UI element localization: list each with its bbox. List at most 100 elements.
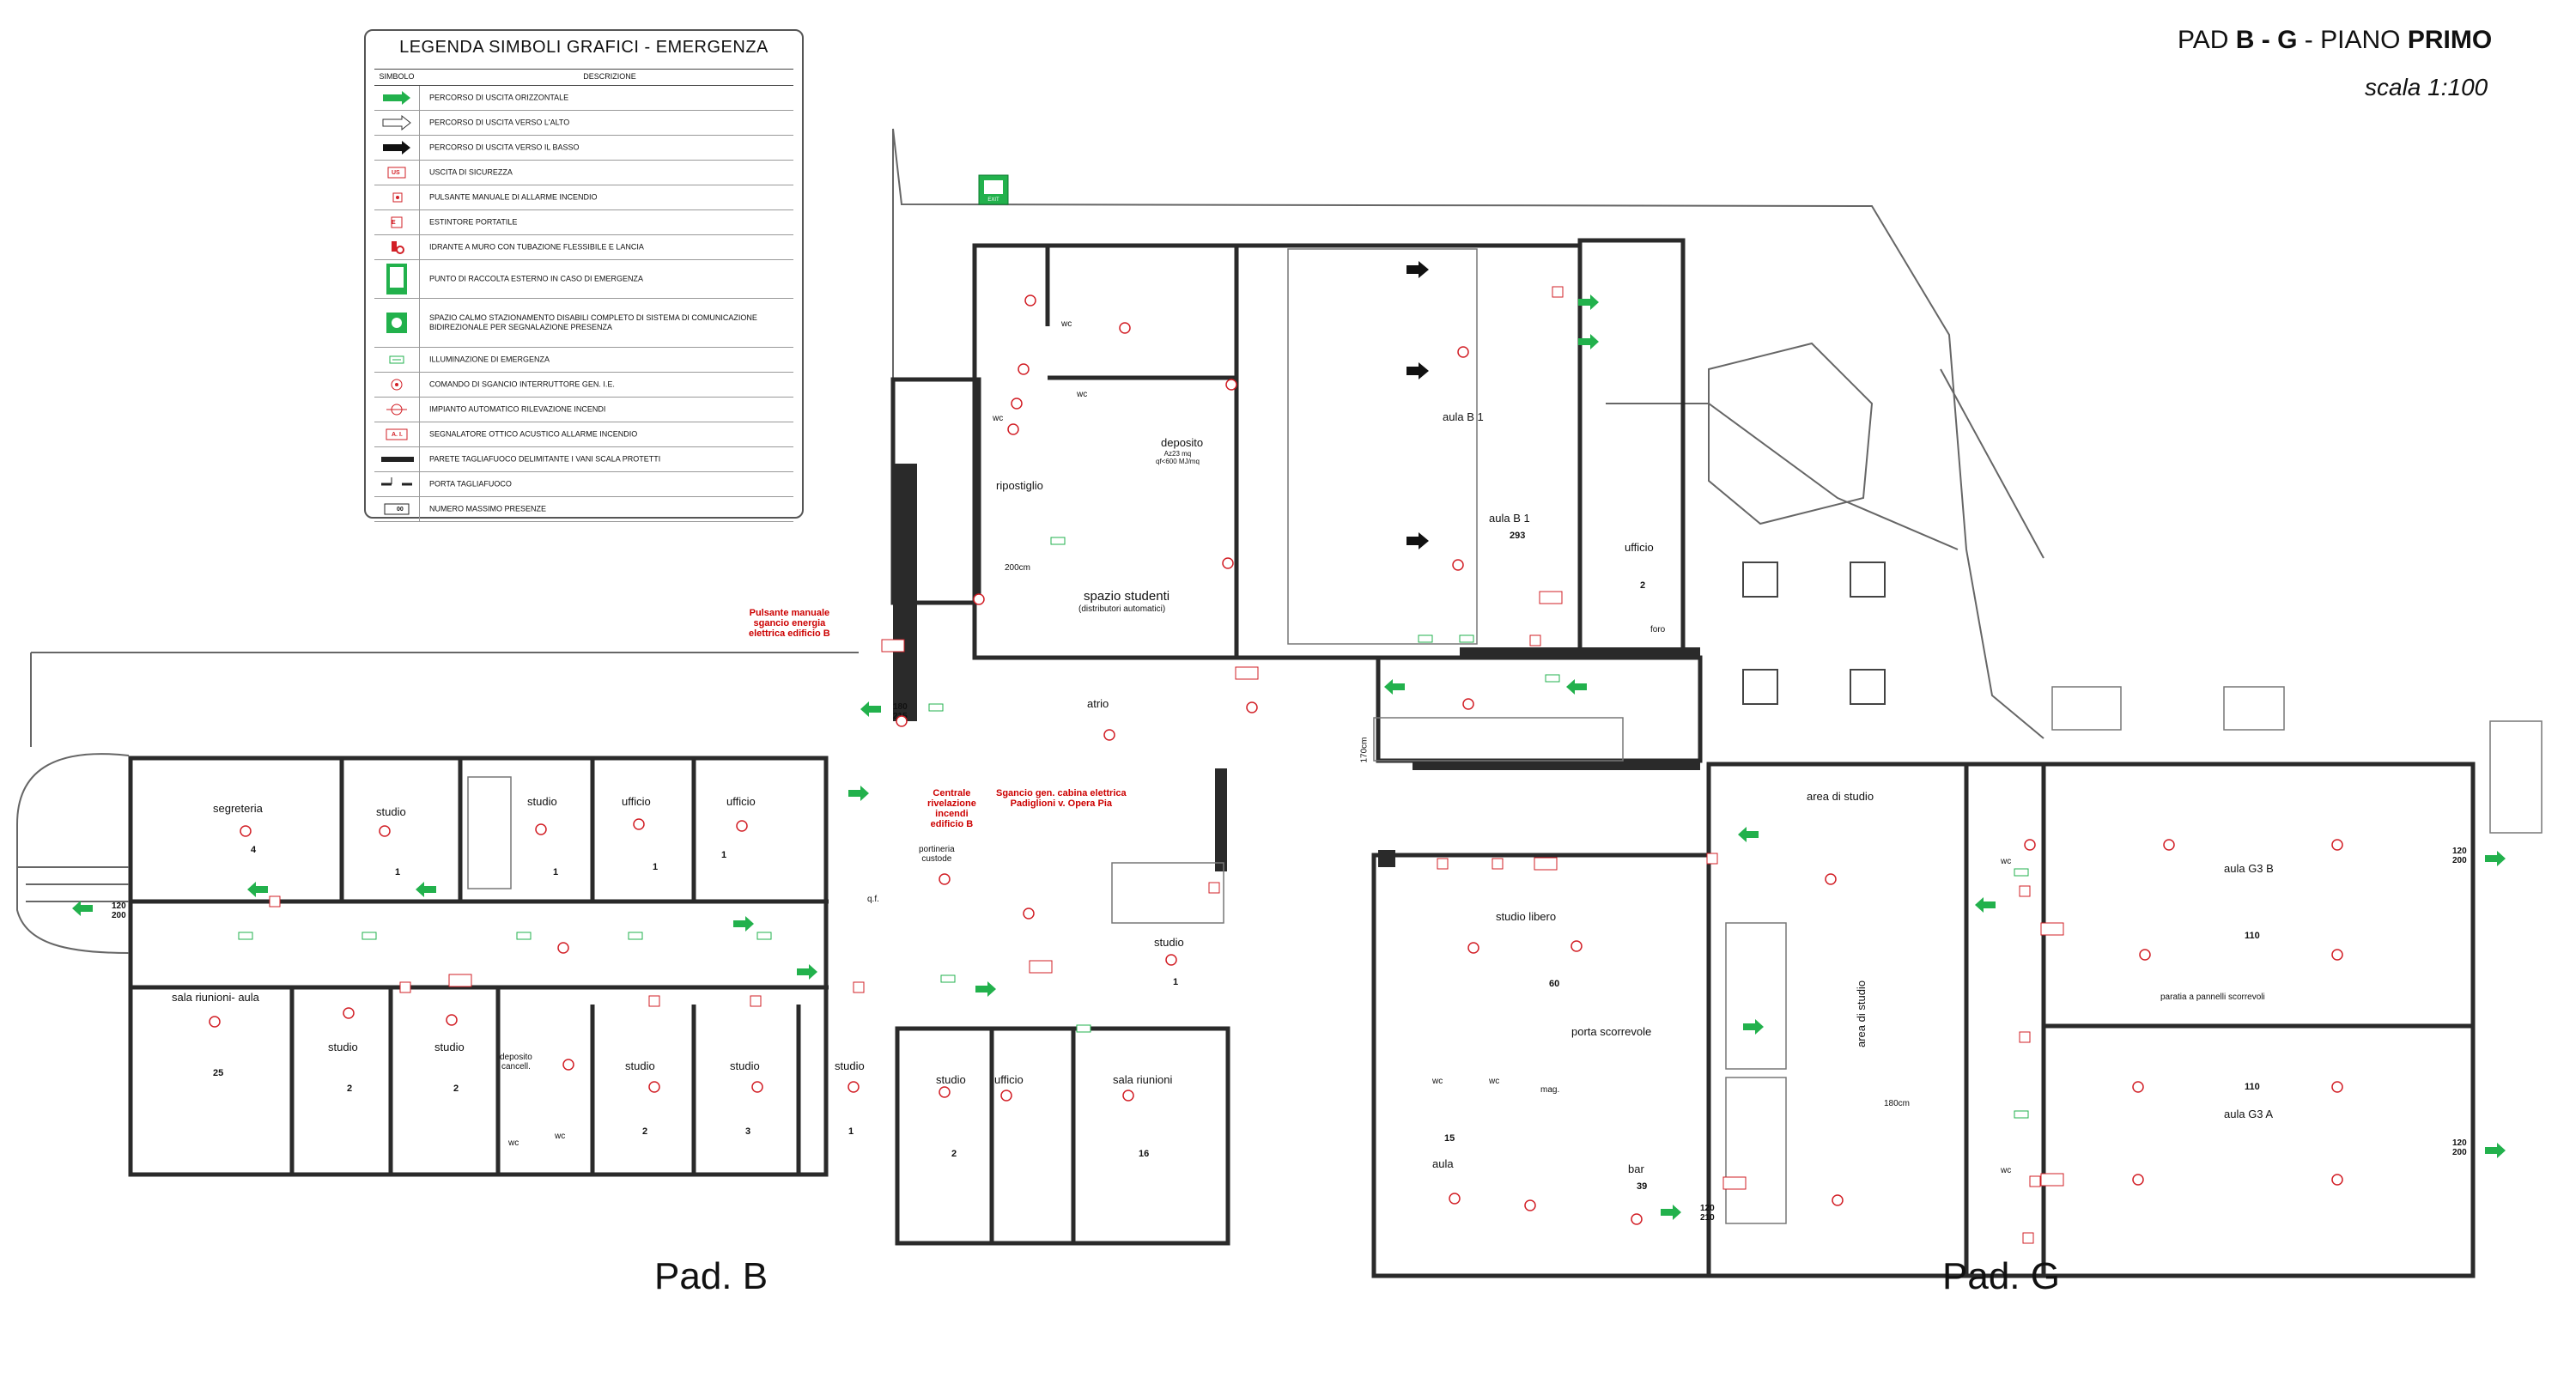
exit-route-arrow-icon — [1975, 897, 1996, 913]
fire-detector-icon — [2331, 1081, 2343, 1093]
capacity-sala-riunioni-aula: 25 — [213, 1068, 224, 1078]
emergency-light-icon — [928, 703, 944, 712]
fire-detector-icon — [1103, 729, 1115, 741]
room-studio-l22: studio — [1154, 936, 1184, 949]
room-studio-l17: studio — [835, 1059, 865, 1072]
down-exit-arrow-icon — [1406, 261, 1429, 278]
legend-row-description: PERCORSO DI USCITA VERSO L'ALTO — [429, 118, 570, 127]
fire-detector-icon — [1571, 940, 1583, 952]
fire-detector-icon — [1023, 907, 1035, 920]
room-aula-g: aula — [1432, 1157, 1454, 1170]
emergency-light-icon — [628, 932, 643, 940]
legend-row: PERCORSO DI USCITA ORIZZONTALE — [374, 86, 793, 111]
room-qf: q.f. — [867, 895, 879, 904]
room-wc-g4: wc — [2001, 1166, 2012, 1175]
legend-row-description: PORTA TAGLIAFUOCO — [429, 479, 512, 489]
extinguisher-icon — [399, 981, 411, 993]
room-deposito: deposito — [1161, 436, 1204, 449]
dim-200cm: 200cm — [1005, 563, 1031, 573]
room-studio-l11: studio — [527, 795, 557, 808]
fire-detector-icon — [1007, 423, 1019, 435]
assembly-point-icon — [374, 260, 420, 298]
legend-row: PUNTO DI RACCOLTA ESTERNO IN CASO DI EME… — [374, 260, 793, 299]
fire-detector-icon — [2024, 839, 2036, 851]
capacity-studio-l06: 2 — [453, 1084, 459, 1094]
legend-row-description: PARETE TAGLIAFUOCO DELIMITANTE I VANI SC… — [429, 454, 661, 464]
alarm-signal-icon — [448, 974, 472, 987]
room-wc-g3: wc — [2001, 857, 2012, 866]
fire-detector-icon — [2132, 1174, 2144, 1186]
capacity-ufficio-l39: 2 — [1640, 580, 1646, 591]
note-sgancio: Sgancio gen. cabina elettrica Padiglioni… — [996, 788, 1127, 809]
room-wc-c3: wc — [993, 414, 1004, 423]
legend-row: PERCORSO DI USCITA VERSO IL BASSO — [374, 136, 793, 161]
emergency-light-icon — [1459, 634, 1474, 643]
capacity-studio-l11: 1 — [553, 867, 559, 877]
firewall-walls — [893, 464, 1700, 871]
exit-route-arrow-icon — [247, 882, 268, 897]
fire-detector-icon — [1452, 559, 1464, 571]
stairs — [467, 248, 2543, 1224]
legend-rows: PERCORSO DI USCITA ORIZZONTALE PERCORSO D… — [374, 86, 793, 522]
emergency-light-icon — [374, 348, 420, 372]
room-porta-scorrevole: porta scorrevole — [1571, 1025, 1652, 1038]
alarm-signal-icon — [1534, 857, 1558, 871]
extinguisher-icon — [1208, 882, 1220, 894]
legend-row: SPAZIO CALMO STAZIONAMENTO DISABILI COMP… — [374, 299, 793, 348]
room-ufficio-l19: ufficio — [994, 1073, 1024, 1086]
room-ufficio-l40: ufficio — [726, 795, 756, 808]
exit-route-arrow-icon — [2485, 851, 2506, 866]
svg-text:EXIT: EXIT — [987, 197, 999, 203]
alarm-signal-icon — [1029, 960, 1053, 974]
dim-180cm: 180cm — [1884, 1099, 1911, 1108]
legend-row: PORTA TAGLIAFUOCO — [374, 472, 793, 497]
door-left: 120 200 — [112, 901, 126, 920]
room-atrio: atrio — [1087, 697, 1109, 710]
room-aula-g3a: aula G3 A — [2224, 1108, 2274, 1120]
capacity-ufficio-l12: 1 — [653, 862, 659, 872]
fire-detector-icon — [1000, 1090, 1012, 1102]
fire-detector-icon — [209, 1016, 221, 1028]
assembly-point-icon: EXIT — [978, 174, 1009, 205]
fire-detector-icon — [1018, 363, 1030, 375]
capacity-studio-libero: 60 — [1549, 979, 1560, 989]
exit-route-arrow-icon — [1578, 334, 1599, 349]
extinguisher-icon — [2029, 1175, 2041, 1187]
legend-row-description: NUMERO MASSIMO PRESENZE — [429, 504, 547, 513]
emergency-light-icon — [238, 932, 253, 940]
title-mid: - PIANO — [2297, 26, 2408, 54]
fire-detector-icon — [1825, 873, 1837, 885]
room-deposito-cancell: deposito cancell. — [500, 1053, 532, 1071]
fire-detector-icon — [633, 818, 645, 830]
emergency-light-icon — [2014, 868, 2029, 877]
down-exit-arrow-icon — [1406, 362, 1429, 379]
terrace-strip — [30, 652, 859, 747]
note-centrale: Centrale rivelazione incendi edificio B — [927, 788, 976, 829]
extinguisher-icon — [750, 995, 762, 1007]
extinguisher-icon — [2019, 885, 2031, 897]
extinguisher-icon — [2022, 1232, 2034, 1244]
fire-detector-icon — [2331, 839, 2343, 851]
emergency-light-icon — [1076, 1024, 1091, 1033]
fire-detector-icon — [2132, 1081, 2144, 1093]
exit-route-arrow-icon — [860, 701, 881, 717]
legend-row-description: USCITA DI SICUREZZA — [429, 167, 513, 177]
legend-symbol-label: A. I. — [392, 431, 403, 438]
fire-detector-icon — [2331, 1174, 2343, 1186]
left-stair — [16, 753, 130, 954]
room-paratia: paratia a pannelli scorrevoli — [2160, 992, 2265, 1002]
exit-route-arrow-icon — [1738, 827, 1759, 842]
exit-route-arrow-icon — [1566, 679, 1587, 695]
alarm-signal-icon — [2040, 1173, 2064, 1187]
room-segreteria: segreteria — [213, 802, 263, 815]
fire-detector-icon — [343, 1007, 355, 1019]
white-arrow-icon — [374, 111, 420, 135]
fire-detector-icon — [939, 1086, 951, 1098]
capacity-studio-l17: 1 — [848, 1126, 854, 1137]
capacity-aula-g3a: 110 — [2245, 1082, 2260, 1092]
room-ripostiglio: ripostiglio — [996, 479, 1043, 492]
exit-route-arrow-icon — [1578, 294, 1599, 310]
